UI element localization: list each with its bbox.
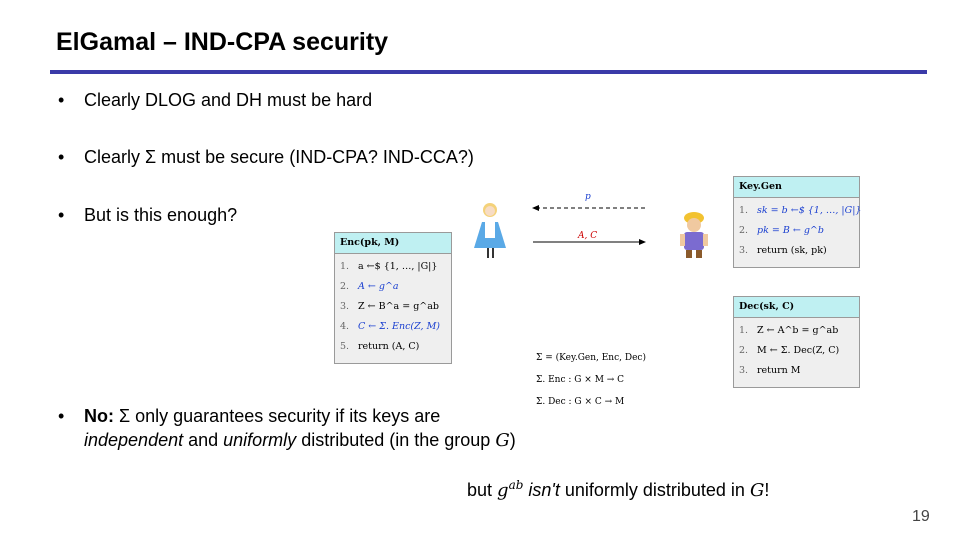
dec-row-2: 2.M ← Σ. Dec(Z, C) [739,345,840,356]
bullet-text-line2: independent and uniformly distributed (i… [84,430,516,451]
title-underline [50,70,927,74]
dec-row-1: 1.Z ← A^b = g^ab [739,325,839,336]
slide-title: ElGamal – IND-CPA security [56,28,389,56]
bullet-text-line1: No: Σ only guarantees security if its ke… [84,406,441,426]
keygen-row-3: 3.return (sk, pk) [739,245,827,256]
arrow-label-pk: p [585,192,591,202]
message-arrows [532,205,646,245]
keygen-row-2: 2.pk = B ← g^b [739,225,824,236]
enc-row-2: 2.A ← g^a [340,281,399,292]
dec-box: Dec(sk, C) 1.Z ← A^b = g^ab 2.M ← Σ. Dec… [733,296,860,388]
sigma-enc-type: Σ. Enc : G × M → C [536,375,625,385]
keygen-header: Key.Gen [734,177,859,198]
bullet-text: Clearly DLOG and DH must be hard [84,90,373,110]
sigma-dec-type: Σ. Dec : G × C → M [536,397,625,407]
enc-box: Enc(pk, M) 1.a ←$ {1, …, |G|} 2.A ← g^a … [334,232,452,364]
sigma-def: Σ = (Key.Gen, Enc, Dec) [536,353,646,363]
keygen-box: Key.Gen 1.sk = b ←$ {1, …, |G|} 2.pk = B… [733,176,862,268]
bullet-dot: • [58,90,65,110]
enc-row-1: 1.a ←$ {1, …, |G|} [340,261,438,272]
uniformity-note: but gab isn't uniformly distributed in G… [467,478,770,501]
enc-row-4: 4.C ← Σ. Enc(Z, M) [340,321,441,332]
bob-icon [680,212,708,258]
bullet-text: Clearly Σ must be secure (IND-CPA? IND-C… [84,147,474,167]
bullet-text: But is this enough? [84,205,238,225]
bullet-dot: • [58,406,65,426]
page-number: 19 [912,508,930,525]
dec-header: Dec(sk, C) [734,297,859,318]
enc-header: Enc(pk, M) [335,233,451,254]
alice-icon [474,203,506,258]
keygen-row-1: 1.sk = b ←$ {1, …, |G|} [739,205,862,216]
bullet-dot: • [58,147,65,167]
enc-row-3: 3.Z ← B^a = g^ab [340,301,439,312]
arrow-label-ciphertext: A, C [578,231,598,241]
dec-row-3: 3.return M [739,365,801,376]
enc-row-5: 5.return (A, C) [340,341,420,352]
bullet-dot: • [58,205,65,225]
